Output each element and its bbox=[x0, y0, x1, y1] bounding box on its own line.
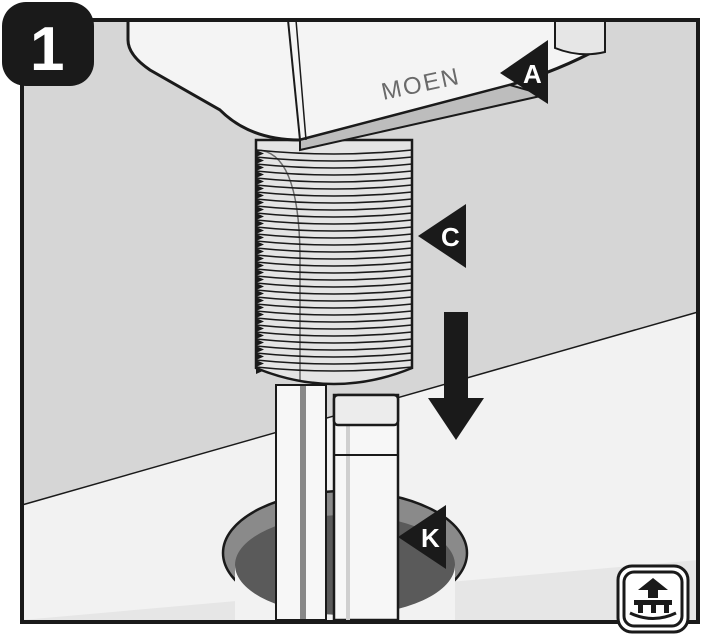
thread-ring bbox=[255, 303, 413, 309]
callout-k-label: K bbox=[421, 523, 440, 553]
shank-threads bbox=[255, 149, 413, 374]
thread-ring bbox=[255, 275, 413, 281]
callout-a-label: A bbox=[523, 59, 542, 89]
thread-tooth bbox=[256, 325, 264, 332]
supply-hoses bbox=[275, 384, 400, 622]
thread-ring bbox=[255, 352, 413, 358]
thread-tooth bbox=[256, 157, 264, 164]
figure-frame bbox=[20, 18, 700, 624]
thread-tooth bbox=[256, 311, 264, 318]
thread-ring bbox=[255, 359, 413, 365]
thread-tooth bbox=[256, 367, 264, 374]
thread-ring bbox=[255, 366, 413, 372]
thread-ring bbox=[255, 331, 413, 337]
thread-ring bbox=[255, 289, 413, 295]
thread-tooth bbox=[256, 192, 264, 199]
thread-tooth bbox=[256, 304, 264, 311]
thread-ring bbox=[255, 254, 413, 260]
thread-ring bbox=[255, 247, 413, 253]
thread-tooth bbox=[256, 276, 264, 283]
thread-ring bbox=[255, 184, 413, 190]
thread-ring bbox=[255, 205, 413, 211]
thread-tooth bbox=[256, 234, 264, 241]
thread-tooth bbox=[256, 290, 264, 297]
faucet-body: MOEN bbox=[126, 18, 606, 152]
thread-tooth bbox=[256, 360, 264, 367]
thread-tooth bbox=[256, 150, 264, 157]
thread-ring bbox=[255, 317, 413, 323]
thread-tooth bbox=[256, 220, 264, 227]
thread-tooth bbox=[256, 213, 264, 220]
thread-ring bbox=[255, 233, 413, 239]
threaded-shank bbox=[254, 138, 414, 386]
thread-ring bbox=[255, 282, 413, 288]
thread-ring bbox=[255, 310, 413, 316]
thread-ring bbox=[255, 240, 413, 246]
thread-ring bbox=[255, 338, 413, 344]
thread-tooth bbox=[256, 353, 264, 360]
thread-tooth bbox=[256, 164, 264, 171]
callout-c-label: C bbox=[441, 222, 460, 252]
thread-ring bbox=[255, 296, 413, 302]
thread-tooth bbox=[256, 248, 264, 255]
thread-ring bbox=[255, 149, 413, 155]
thread-ring bbox=[255, 212, 413, 218]
thread-tooth bbox=[256, 318, 264, 325]
under-sink-install-icon bbox=[616, 564, 690, 634]
thread-ring bbox=[255, 324, 413, 330]
thread-tooth bbox=[256, 241, 264, 248]
thread-tooth bbox=[256, 199, 264, 206]
thread-ring bbox=[255, 191, 413, 197]
thread-tooth bbox=[256, 346, 264, 353]
step-badge: 1 bbox=[2, 2, 94, 86]
thread-ring bbox=[255, 268, 413, 274]
thread-tooth bbox=[256, 297, 264, 304]
thread-tooth bbox=[256, 269, 264, 276]
callout-c: C bbox=[418, 204, 466, 268]
step-number: 1 bbox=[30, 15, 64, 84]
thread-tooth bbox=[256, 332, 264, 339]
thread-tooth bbox=[256, 227, 264, 234]
thread-ring bbox=[255, 219, 413, 225]
thread-ring bbox=[255, 261, 413, 267]
thread-ring bbox=[255, 198, 413, 204]
thread-ring bbox=[255, 170, 413, 176]
thread-tooth bbox=[256, 339, 264, 346]
thread-tooth bbox=[256, 255, 264, 262]
thread-tooth bbox=[256, 171, 264, 178]
thread-tooth bbox=[256, 262, 264, 269]
thread-ring bbox=[255, 177, 413, 183]
thread-tooth bbox=[256, 283, 264, 290]
down-arrow bbox=[428, 312, 484, 440]
thread-tooth bbox=[256, 178, 264, 185]
callout-k: K bbox=[398, 505, 446, 569]
thread-tooth bbox=[256, 185, 264, 192]
thread-ring bbox=[255, 226, 413, 232]
thread-tooth bbox=[256, 206, 264, 213]
thread-ring bbox=[255, 163, 413, 169]
callout-a: A bbox=[500, 40, 548, 104]
thread-ring bbox=[255, 345, 413, 351]
thread-ring bbox=[255, 156, 413, 162]
